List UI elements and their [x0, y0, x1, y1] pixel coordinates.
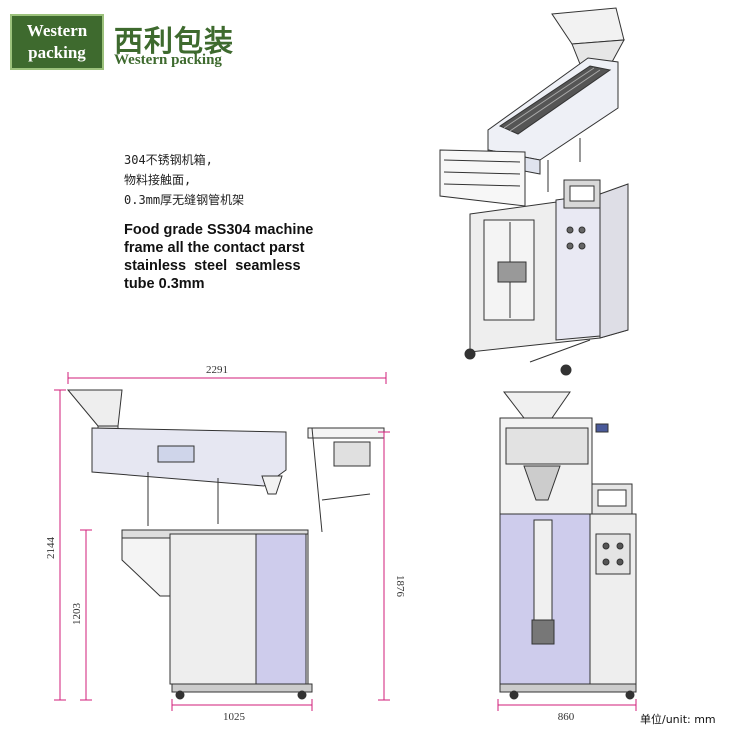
dimension-front-width: 860 [558, 711, 575, 723]
brand-name-chinese: 西利包装 [114, 24, 235, 58]
note-cn-line: 304不锈钢机箱, [124, 153, 213, 167]
brand-logo: Western packing [10, 14, 104, 70]
logo-line-1: Western [26, 21, 88, 40]
dimension-base-width: 1025 [223, 711, 246, 723]
note-cn-line: 0.3mm厚无缝钢管机架 [124, 193, 245, 207]
material-note-chinese: 304不锈钢机箱, 物料接触面, 0.3mm厚无缝钢管机架 [124, 150, 244, 210]
material-note-english: Food grade SS304 machine frame all the c… [124, 221, 313, 293]
dimension-lines [54, 372, 637, 711]
brand-name-english: Western packing [114, 52, 222, 68]
front-view-drawing [499, 391, 637, 700]
dimension-overall-height: 2144 [45, 537, 57, 560]
unit-label: 单位/unit: mm [640, 713, 716, 726]
note-en-line: Food grade SS304 machine [124, 222, 314, 238]
dimension-frame-height: 1203 [71, 603, 83, 626]
note-cn-line: 物料接触面, [124, 173, 192, 187]
side-view-drawing [66, 389, 385, 700]
isometric-machine-view [439, 7, 629, 376]
dimension-overall-length: 2291 [206, 364, 228, 376]
note-en-line: stainless steel seamless [124, 258, 301, 274]
note-en-line: tube 0.3mm [124, 276, 205, 292]
note-en-line: frame all the contact parst [124, 240, 305, 256]
dimension-side-height: 1876 [394, 575, 406, 598]
logo-line-2: packing [28, 43, 86, 62]
